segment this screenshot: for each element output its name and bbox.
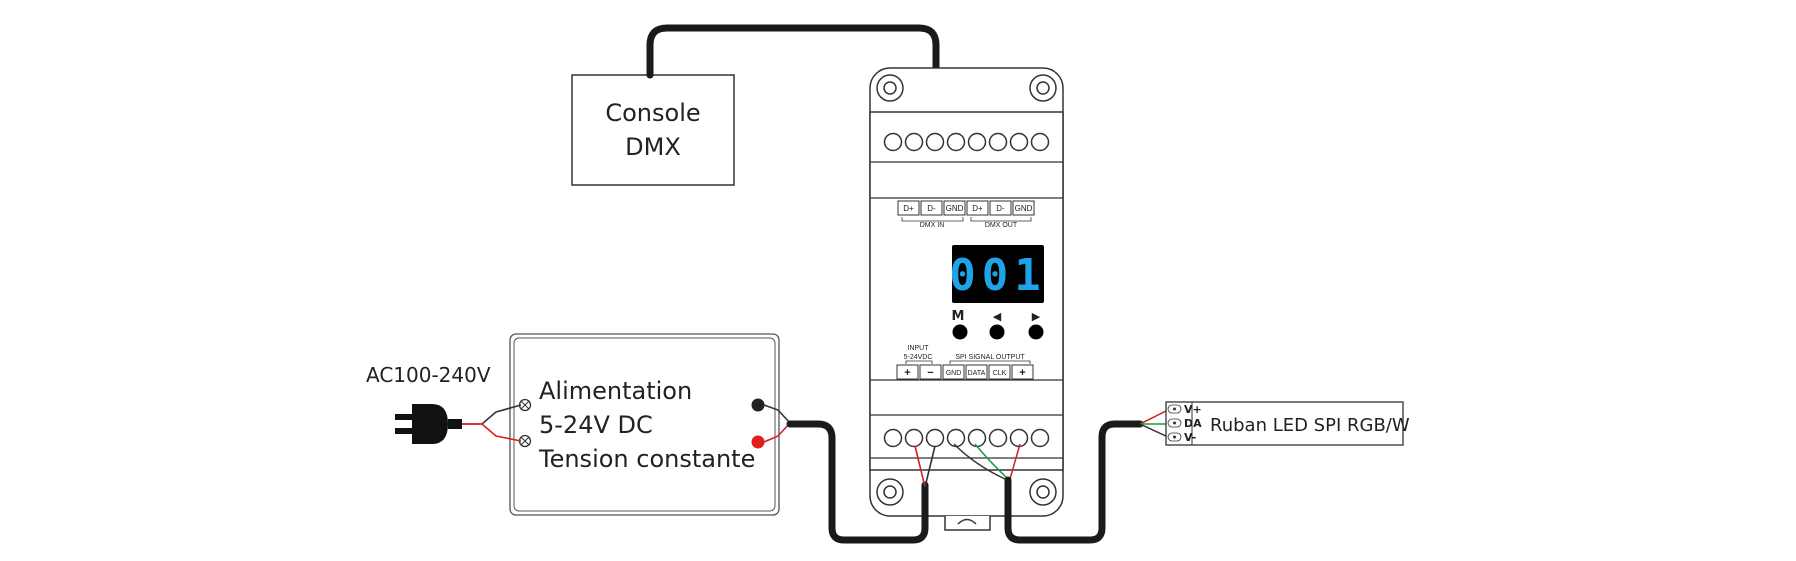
dmx-decoder: D+ D- GND D+ D- GND DMX IN DMX OUT 001 M… (869, 67, 1064, 531)
power-supply-inner (513, 337, 776, 512)
dmx-out-terminal-dminus: D- (996, 204, 1005, 213)
display-panel (952, 245, 1044, 303)
dmx-cable (646, 24, 940, 110)
left-button-label: ◀ (993, 310, 1002, 323)
top-screw-terminals (883, 132, 1050, 152)
dmx-in-terminal-gnd: GND (946, 204, 964, 213)
dc-output-positive (751, 435, 765, 449)
mount-hole (1029, 74, 1057, 102)
control-buttons: M ◀ ▶ (952, 309, 1044, 340)
ac-input-screw (518, 398, 532, 412)
output-terminal-block: INPUT 5-24VDC SPI SIGNAL OUTPUT + − GND … (896, 345, 1034, 380)
spi-output-label: SPI SIGNAL OUTPUT (955, 354, 1025, 361)
mount-hole (876, 74, 904, 102)
mount-hole (1029, 478, 1057, 506)
spi-terminal-clk: CLK (993, 370, 1007, 377)
power-supply: Alimentation 5-24V DC Tension constante (509, 333, 780, 516)
led-strip: V+ DA V- Ruban LED SPI RGB/W (1165, 401, 1410, 446)
led-pin-vplus: V+ (1184, 403, 1202, 416)
led-strip-pin-pad (1167, 404, 1182, 414)
led-strip-box (1165, 401, 1404, 446)
dmx-console: Console DMX (571, 74, 735, 186)
spi-terminal-data: DATA (968, 370, 986, 377)
dc-cable (763, 404, 936, 544)
dc-output-negative (751, 398, 765, 412)
right-button[interactable] (1028, 324, 1044, 340)
led-pin-data: DA (1184, 417, 1202, 430)
led-display: 001 (949, 245, 1046, 303)
dmx-in-terminal-dplus: D+ (903, 204, 914, 213)
spi-terminal-plus: + (1019, 367, 1025, 379)
led-strip-pin-pad (1167, 432, 1182, 442)
right-button-label: ▶ (1032, 310, 1041, 323)
dmx-console-label-line1: Console (605, 99, 700, 127)
input-label-line1: INPUT (908, 345, 930, 352)
dmx-console-label-line2: DMX (625, 133, 681, 161)
led-strip-pin-pad (1167, 418, 1182, 428)
m-button[interactable] (952, 324, 968, 340)
input-terminal-minus: − (927, 367, 933, 379)
ac-input-screw (518, 434, 532, 448)
power-supply-label-line3: Tension constante (538, 445, 755, 473)
led-pin-vminus: V- (1184, 431, 1196, 444)
ac-input-label: AC100-240V (366, 363, 491, 387)
input-terminal-plus: + (904, 367, 910, 379)
dmx-in-terminal-dminus: D- (927, 204, 936, 213)
spi-cable (953, 409, 1169, 544)
power-supply-outer (509, 333, 780, 516)
din-clip (944, 516, 991, 531)
left-button[interactable] (989, 324, 1005, 340)
spi-terminal-gnd: GND (946, 370, 962, 377)
input-label-line2: 5-24VDC (904, 354, 933, 361)
dmx-in-label: DMX IN (920, 222, 945, 229)
bottom-screw-terminals (883, 428, 1050, 448)
led-strip-label: Ruban LED SPI RGB/W (1210, 415, 1410, 436)
mount-hole (876, 478, 904, 506)
dmx-out-terminal-gnd: GND (1015, 204, 1033, 213)
ac-wires (462, 404, 522, 442)
m-button-label: M (952, 309, 965, 324)
display-readout: 001 (949, 250, 1046, 301)
dmx-out-label: DMX OUT (985, 222, 1018, 229)
dmx-terminal-block: D+ D- GND D+ D- GND DMX IN DMX OUT (897, 200, 1035, 229)
dmx-out-terminal-dplus: D+ (972, 204, 983, 213)
power-supply-label-line1: Alimentation (539, 377, 692, 405)
dmx-console-box (571, 74, 735, 186)
power-supply-label-line2: 5-24V DC (539, 411, 653, 439)
ac-plug-icon (395, 404, 462, 444)
